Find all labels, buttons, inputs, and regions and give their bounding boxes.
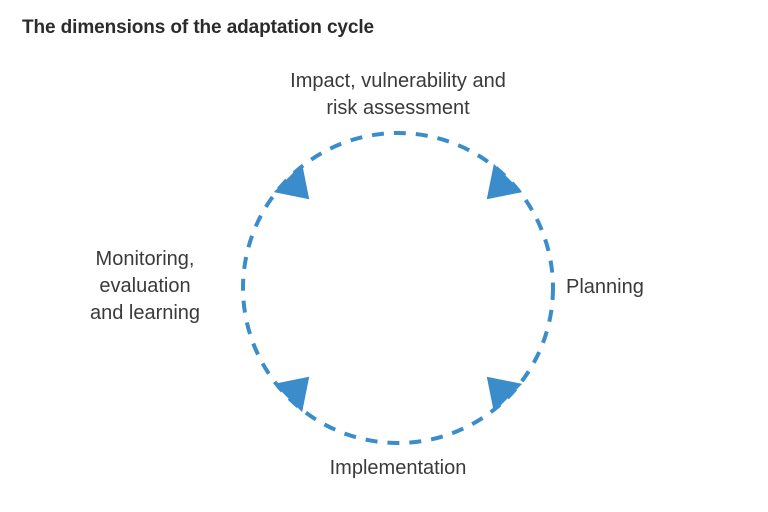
arrow-top-right-icon <box>486 163 523 200</box>
stage-label-planning: Planning <box>566 276 644 298</box>
dashed-cycle-circle <box>241 131 555 445</box>
arrow-top-left-icon <box>273 163 310 200</box>
page-title: The dimensions of the adaptation cycle <box>22 17 374 38</box>
arrow-bottom-right-icon <box>486 376 523 413</box>
stage-label-implementation: Implementation <box>329 457 467 479</box>
stage-label-assessment: Impact, vulnerability and risk assessmen… <box>290 70 506 119</box>
arrow-bottom-left-icon <box>273 376 310 413</box>
stage-label-monitoring: Monitoring, evaluation and learning <box>89 248 201 324</box>
